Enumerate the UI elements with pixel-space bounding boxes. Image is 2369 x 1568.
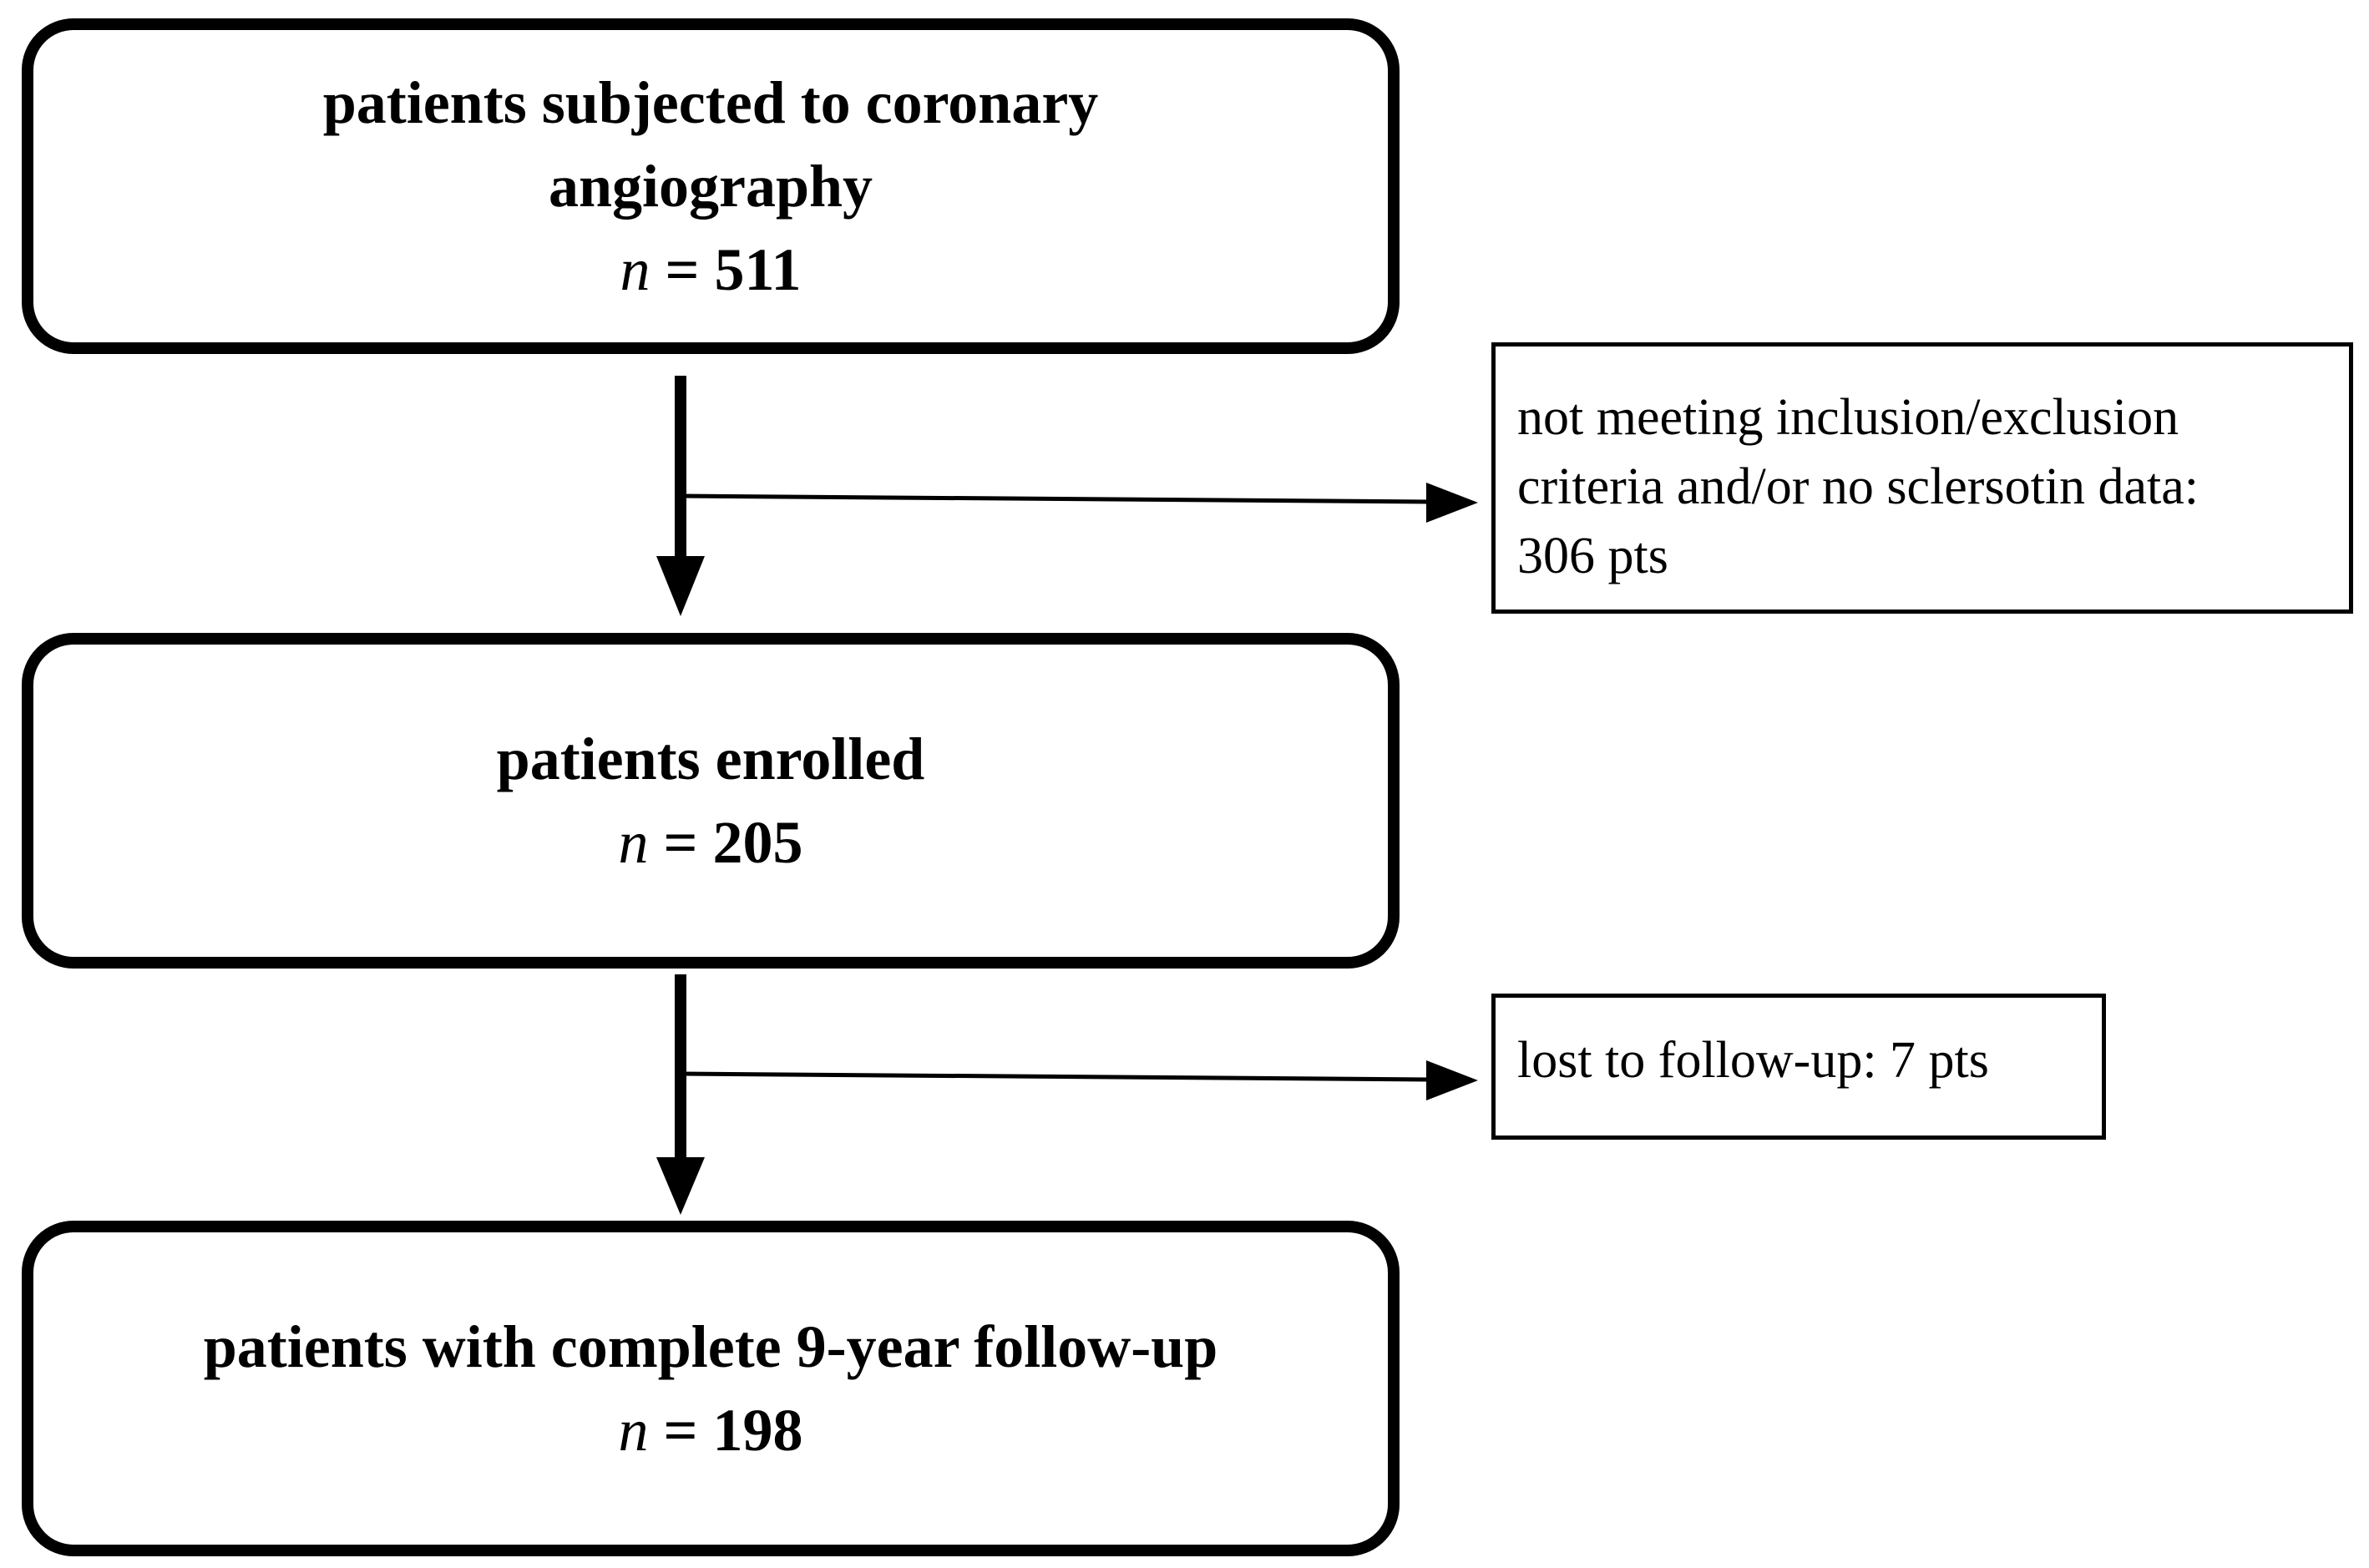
side-arrow-head-2 <box>1426 1060 1478 1100</box>
down-arrow-head-1 <box>656 556 705 616</box>
n-symbol: n <box>620 236 650 303</box>
patient-count: n = 511 <box>620 228 801 311</box>
side-arrow-head-1 <box>1426 483 1478 523</box>
patient-count: n = 205 <box>618 801 802 884</box>
exclusion-box-lost-to-follow-up: lost to follow-up: 7 pts <box>1491 994 2106 1140</box>
exclusion-text-line: not meeting inclusion/exclusion <box>1517 389 2179 446</box>
flow-box-complete-follow-up: patients with complete 9-year follow-up … <box>22 1221 1400 1556</box>
count-value: = 205 <box>663 809 803 876</box>
count-value: = 198 <box>663 1397 803 1464</box>
box-title-line: patients subjected to coronary <box>322 69 1099 136</box>
box-title-line: angiography <box>548 153 873 220</box>
exclusion-box-criteria: not meeting inclusion/exclusion criteria… <box>1491 342 2353 614</box>
box-title-line: patients enrolled <box>496 726 925 792</box>
flow-box-enrolled: patients enrolled n = 205 <box>22 633 1400 969</box>
exclusion-text-line: lost to follow-up: 7 pts <box>1517 1032 1989 1089</box>
box-title-line: patients with complete 9-year follow-up <box>203 1313 1218 1380</box>
count-value: = 511 <box>665 236 802 303</box>
exclusion-text-line: 306 pts <box>1517 528 1668 584</box>
side-arrow-shaft-1 <box>680 493 1430 504</box>
flow-box-coronary-angiography: patients subjected to coronary angiograp… <box>22 18 1400 354</box>
n-symbol: n <box>618 1397 649 1464</box>
side-arrow-shaft-2 <box>680 1071 1430 1082</box>
down-arrow-head-2 <box>656 1157 705 1215</box>
n-symbol: n <box>618 809 649 876</box>
exclusion-text-line: criteria and/or no sclersotin data: <box>1517 458 2199 515</box>
patient-count: n = 198 <box>618 1388 802 1472</box>
